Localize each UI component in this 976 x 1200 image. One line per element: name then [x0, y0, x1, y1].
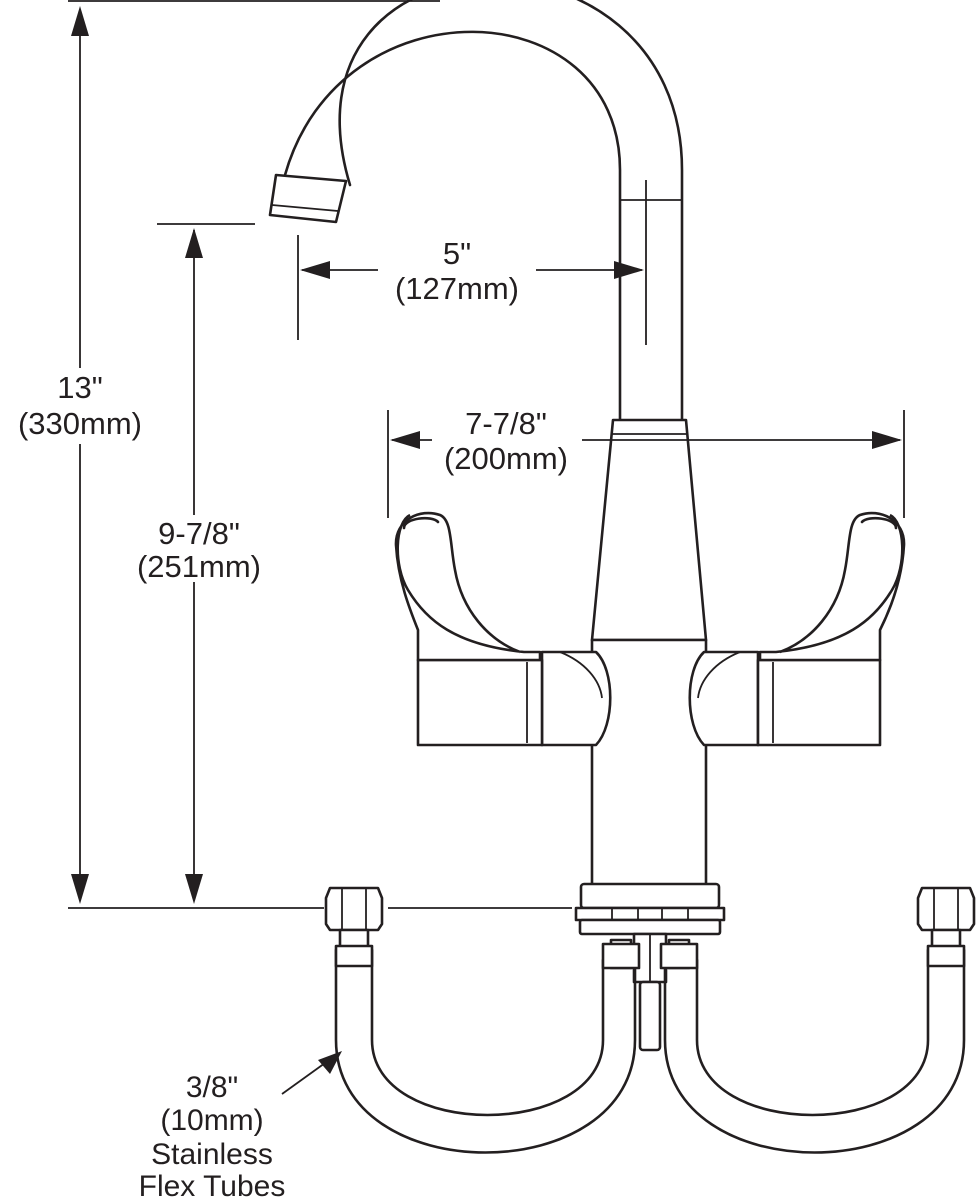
- handle-span-metric: (200mm): [444, 441, 568, 476]
- spout-height-metric: (251mm): [137, 549, 261, 584]
- dimension-lines: [68, 0, 905, 1095]
- right-flex-tube: [659, 886, 976, 1154]
- arrowhead-down-spout: [185, 874, 203, 904]
- spout-height-imperial: 9-7/8": [158, 516, 240, 551]
- arrowhead-right-reach: [614, 261, 644, 279]
- overall-height-metric: (330mm): [18, 406, 142, 441]
- arrowhead-right-span: [872, 431, 902, 449]
- flex-tube-size-metric: (10mm): [160, 1104, 263, 1137]
- handle-span-imperial: 7-7/8": [465, 406, 547, 441]
- arrowhead-up-spout: [185, 228, 203, 258]
- gooseneck-spout: [268, 0, 684, 422]
- flex-tube-material: Stainless: [151, 1138, 273, 1171]
- spout-reach-imperial: 5": [443, 236, 471, 271]
- spout-reach-metric: (127mm): [395, 271, 519, 306]
- overall-height-imperial: 13": [57, 370, 103, 405]
- flex-tube-name: Flex Tubes: [139, 1170, 286, 1200]
- flex-tube-size-imperial: 3/8": [186, 1071, 238, 1104]
- aerator-tip: [268, 173, 348, 224]
- arrowhead-left-reach: [300, 261, 330, 279]
- arrowhead-left-span: [390, 431, 420, 449]
- arrowhead-up-overall: [71, 6, 89, 36]
- callout-arrowhead: [318, 1051, 342, 1074]
- left-flex-tube: [324, 886, 641, 1154]
- right-lever-handle: [688, 511, 906, 747]
- arrowhead-down-overall: [71, 874, 89, 904]
- left-lever-handle: [394, 511, 612, 747]
